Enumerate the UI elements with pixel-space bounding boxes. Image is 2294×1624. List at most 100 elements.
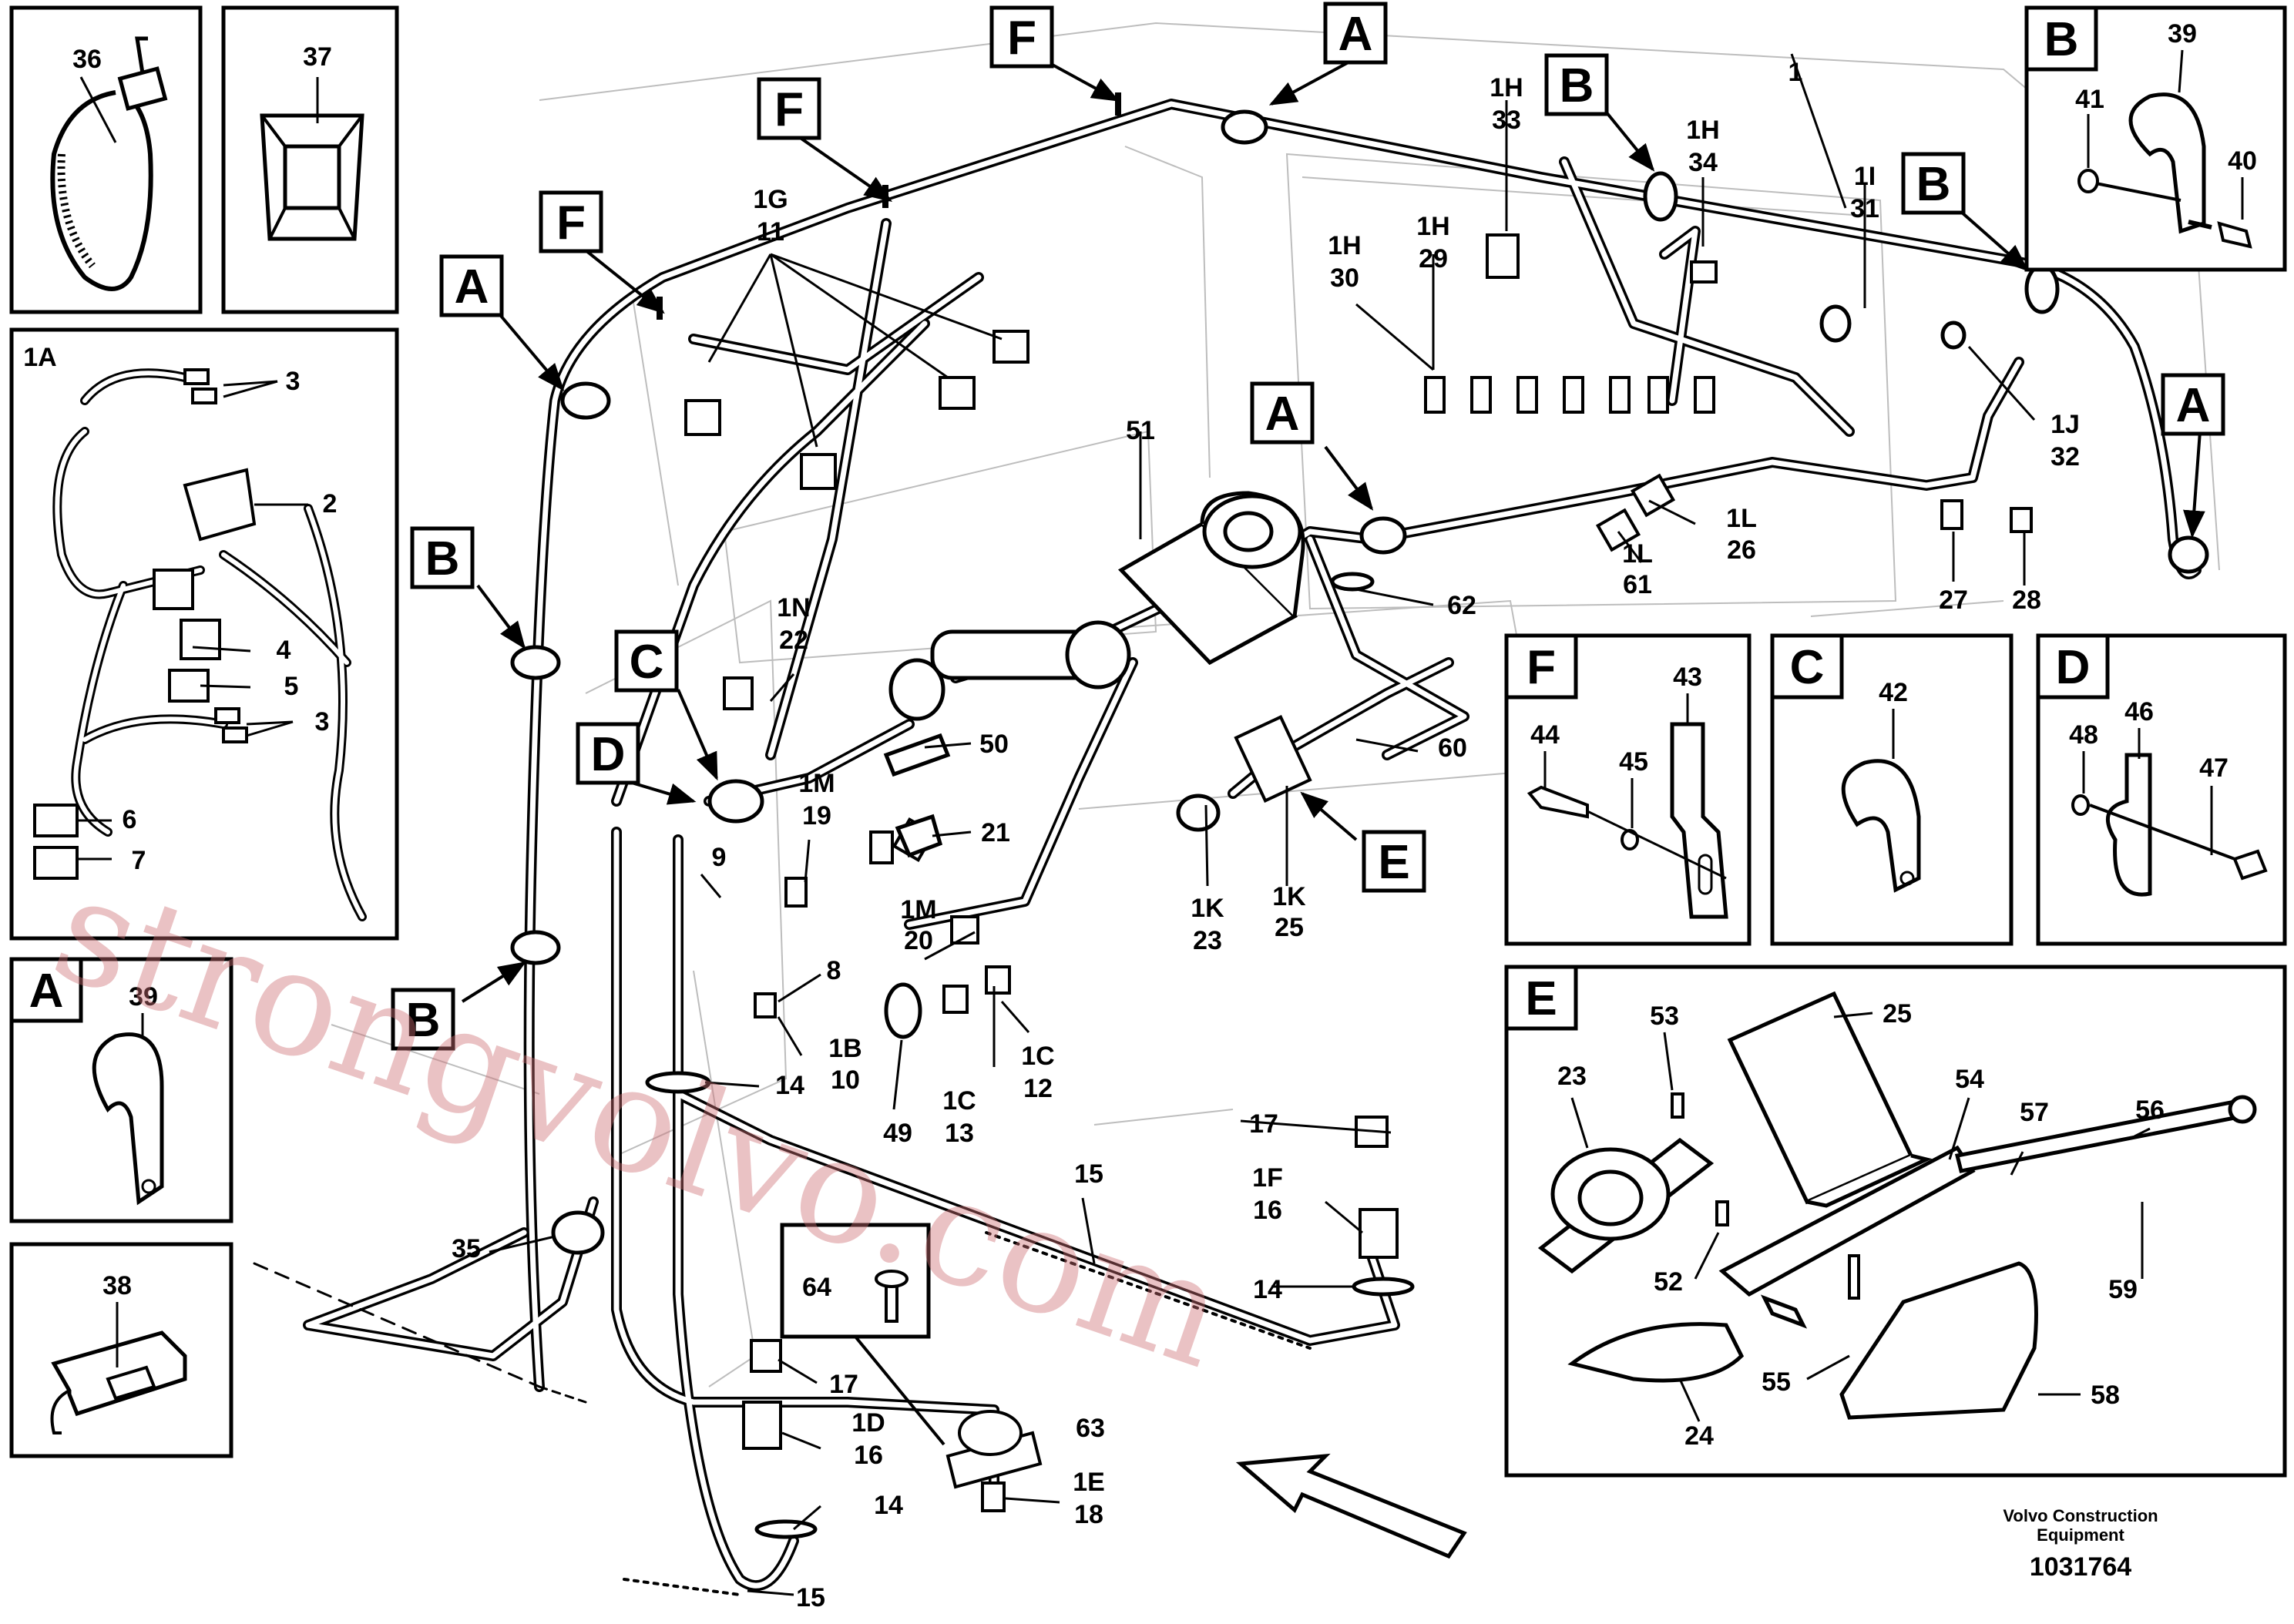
tag-F-3: F xyxy=(556,196,586,250)
callout-1H-29-a: 1H xyxy=(1416,212,1449,241)
tag-F-1: F xyxy=(1007,12,1036,65)
panel-E-55: 55 xyxy=(1762,1367,1791,1397)
panel-1A-3-bottom: 3 xyxy=(315,707,330,737)
callout-9: 9 xyxy=(712,843,727,872)
callout-1C-13-b: 13 xyxy=(945,1119,974,1148)
callout-1H-33-a: 1H xyxy=(1490,73,1523,102)
panel-E-52: 52 xyxy=(1654,1267,1683,1297)
harness-clamps xyxy=(510,109,2209,1539)
panel-B-41: 41 xyxy=(2075,85,2104,114)
callout-1N-22-a: 1N xyxy=(777,593,810,622)
detail-panel-D: D 48 46 47 xyxy=(2036,633,2287,946)
footer-company-line-1: Volvo Construction xyxy=(2003,1506,2158,1525)
relay-inset: 64 xyxy=(780,1223,1043,1489)
callout-21: 21 xyxy=(981,818,1010,847)
callout-1B-10-b: 10 xyxy=(831,1065,860,1095)
tag-D-1: D xyxy=(591,728,626,781)
panel-A-39: 39 xyxy=(129,982,158,1012)
panel-F-letter: F xyxy=(1527,641,1556,694)
callout-15-b: 15 xyxy=(796,1583,825,1612)
callout-1D-16-b: 16 xyxy=(854,1441,883,1470)
section-tags: F F F A A B B A A B C D E B xyxy=(391,2,2225,1051)
callout-1C-12-a: 1C xyxy=(1021,1042,1054,1071)
detail-panel-B: B 39 41 40 xyxy=(2024,5,2287,272)
panel-E-58: 58 xyxy=(2091,1381,2120,1410)
panel-38-label: 38 xyxy=(102,1271,132,1300)
panel-E-letter: E xyxy=(1525,972,1557,1025)
panel-1A-3-top: 3 xyxy=(286,367,301,396)
panel-B-40: 40 xyxy=(2228,146,2257,176)
callout-1I-31-a: 1I xyxy=(1854,162,1876,191)
panel-F-43: 43 xyxy=(1673,663,1702,692)
tag-A-2: A xyxy=(455,260,489,314)
callout-1K-23-a: 1K xyxy=(1191,894,1224,923)
callout-1H-29-b: 29 xyxy=(1419,244,1448,273)
callout-17-a: 17 xyxy=(1249,1109,1278,1139)
panel-E-23: 23 xyxy=(1557,1062,1587,1091)
callout-1E-18-a: 1E xyxy=(1073,1468,1105,1497)
footer-block: Volvo Construction Equipment 1031764 xyxy=(2003,1506,2158,1582)
callout-17-b: 17 xyxy=(829,1370,858,1399)
callout-14-b: 14 xyxy=(1253,1275,1282,1304)
callout-1M-20-b: 20 xyxy=(904,926,933,955)
panel-E-56: 56 xyxy=(2135,1096,2165,1125)
main-harness-cables xyxy=(253,99,2202,1596)
callout-1J-32-a: 1J xyxy=(2050,410,2080,439)
callout-1H-34-a: 1H xyxy=(1686,116,1719,145)
callout-15-a: 15 xyxy=(1074,1159,1103,1189)
panel-1A-4: 4 xyxy=(277,636,291,665)
leader-lines xyxy=(489,53,2036,1596)
callout-1L-26-a: 1L xyxy=(1726,504,1757,533)
detail-panel-1A: 1A 3 2 4 5 3 6 7 xyxy=(9,327,399,941)
callout-1L-61-b: 61 xyxy=(1623,570,1652,599)
callout-1G-11-b: 11 xyxy=(757,217,784,247)
callout-1K-23-b: 23 xyxy=(1193,926,1222,955)
callout-14-c: 14 xyxy=(874,1491,903,1520)
panel-1A-2: 2 xyxy=(323,489,338,518)
callout-1M-20-a: 1M xyxy=(900,895,936,924)
detail-panel-F: F 43 44 45 xyxy=(1504,633,1752,946)
callout-1C-13-a: 1C xyxy=(942,1086,976,1116)
callout-63: 63 xyxy=(1076,1414,1105,1443)
callout-27: 27 xyxy=(1939,586,1968,615)
callout-1G-11-a: 1G xyxy=(753,185,788,214)
panel-D-46: 46 xyxy=(2124,697,2154,726)
panel-C-letter: C xyxy=(1790,641,1825,694)
callout-labels: 1 1H 33 1H 34 1I 31 1H 30 1H 29 1G 11 1J… xyxy=(452,58,2080,1612)
panel-B-39: 39 xyxy=(2168,19,2197,49)
panel-D-47: 47 xyxy=(2199,753,2229,783)
tag-F-2: F xyxy=(774,83,804,136)
callout-1H-30-b: 30 xyxy=(1330,263,1359,293)
cable-tie-marks xyxy=(657,92,1121,320)
panel-1A-5: 5 xyxy=(284,672,299,701)
detail-panel-38: 38 xyxy=(9,1242,233,1458)
tag-A-3: A xyxy=(2176,379,2211,432)
tag-E-1: E xyxy=(1378,836,1409,889)
relay-64-label: 64 xyxy=(802,1273,831,1302)
callout-28: 28 xyxy=(2012,586,2041,615)
callout-14-a: 14 xyxy=(775,1071,804,1100)
callout-1H-30-a: 1H xyxy=(1328,231,1361,260)
panel-1A-title: 1A xyxy=(23,343,56,372)
detail-panel-E: E 25 xyxy=(1504,965,2287,1478)
detail-panel-C: C 42 xyxy=(1770,633,2014,946)
tag-B-1: B xyxy=(1560,59,1594,112)
callout-1L-26-b: 26 xyxy=(1727,535,1756,565)
callout-1C-12-b: 12 xyxy=(1023,1074,1053,1103)
callout-8: 8 xyxy=(827,956,841,985)
callout-1N-22-b: 22 xyxy=(779,626,808,655)
panel-36-label: 36 xyxy=(72,45,102,74)
tag-B-3: B xyxy=(425,532,460,586)
tag-A-1: A xyxy=(1338,8,1373,61)
callout-62: 62 xyxy=(1447,591,1476,620)
panel-F-45: 45 xyxy=(1619,747,1648,777)
callout-1K-25-a: 1K xyxy=(1272,882,1306,911)
view-direction-arrow xyxy=(1235,1453,1467,1559)
panel-1A-7: 7 xyxy=(132,846,146,875)
callout-1B-10-a: 1B xyxy=(828,1034,862,1063)
panel-F-44: 44 xyxy=(1530,720,1560,750)
callout-49: 49 xyxy=(883,1119,912,1148)
steering-column-assembly xyxy=(883,491,1305,858)
tag-B-4: B xyxy=(406,994,441,1047)
